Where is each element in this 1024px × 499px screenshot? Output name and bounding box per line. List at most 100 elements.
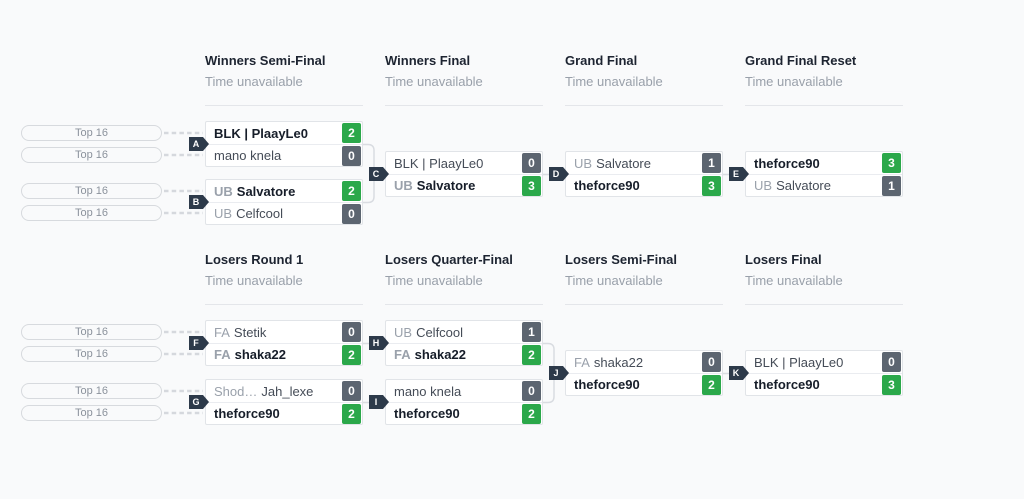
score-badge: 0 bbox=[882, 352, 901, 372]
participant-gamertag: BLK | PlaayLe0 bbox=[214, 125, 308, 141]
score-badge: 0 bbox=[342, 145, 361, 166]
participant-gamertag: BLK | PlaayLe0 bbox=[394, 155, 484, 171]
team-prefix: FA bbox=[214, 347, 231, 362]
score-badge: 2 bbox=[342, 403, 361, 424]
round-subtitle: Time unavailable bbox=[385, 273, 483, 288]
round-title-losers-1: Losers Quarter-Final bbox=[385, 252, 513, 267]
participant-name: mano knela bbox=[394, 384, 522, 399]
score-badge: 0 bbox=[342, 322, 361, 342]
round-title-winners-2: Grand Final bbox=[565, 53, 638, 68]
participant-gamertag: shaka22 bbox=[234, 347, 286, 362]
participant-gamertag: theforce90 bbox=[754, 377, 820, 392]
score-badge: 2 bbox=[342, 181, 361, 201]
participant-gamertag: Celfcool bbox=[236, 206, 284, 221]
match-label: B bbox=[189, 195, 209, 209]
score-badge: 0 bbox=[522, 153, 541, 173]
round-subtitle: Time unavailable bbox=[745, 74, 843, 89]
participant-gamertag: Jah_lexe bbox=[261, 383, 314, 399]
score-badge: 3 bbox=[882, 153, 901, 173]
team-prefix: UB bbox=[394, 324, 413, 340]
seed-pill: Top 16 bbox=[21, 183, 162, 199]
team-prefix: UB bbox=[214, 183, 233, 199]
participant-gamertag: shaka22 bbox=[414, 347, 466, 362]
team-prefix: UB bbox=[754, 178, 773, 193]
team-prefix: UB bbox=[214, 206, 233, 221]
participant-gamertag: Salvatore bbox=[776, 178, 831, 193]
round-subtitle: Time unavailable bbox=[565, 74, 663, 89]
round-header-divider bbox=[385, 105, 543, 106]
match-label: A bbox=[189, 137, 209, 151]
score-badge: 3 bbox=[702, 175, 721, 196]
seed-pill: Top 16 bbox=[21, 125, 162, 141]
team-prefix: FA bbox=[574, 354, 590, 370]
participant-name: theforce90 bbox=[754, 156, 882, 171]
participant-name: BLK | PlaayLe0 bbox=[214, 126, 342, 141]
round-header-divider bbox=[745, 105, 903, 106]
participant-gamertag: Celfcool bbox=[416, 324, 464, 340]
score-badge: 0 bbox=[522, 381, 541, 401]
round-title-losers-3: Losers Final bbox=[745, 252, 822, 267]
score-badge: 0 bbox=[342, 381, 361, 401]
round-header-divider bbox=[205, 105, 363, 106]
participant-gamertag: theforce90 bbox=[394, 406, 460, 421]
team-prefix: UB bbox=[394, 178, 413, 193]
participant-gamertag: theforce90 bbox=[574, 377, 640, 392]
participant-name: Shod…Jah_lexe bbox=[214, 384, 342, 399]
round-header-divider bbox=[565, 105, 723, 106]
participant-gamertag: Salvatore bbox=[236, 183, 296, 199]
match-label: F bbox=[189, 336, 209, 350]
round-title-winners-1: Winners Final bbox=[385, 53, 471, 68]
participant-name: theforce90 bbox=[574, 377, 702, 392]
seed-pill: Top 16 bbox=[21, 383, 162, 399]
participant-row: theforce90 3 bbox=[746, 152, 902, 174]
seed-pill: Top 16 bbox=[21, 324, 162, 340]
participant-row: mano knela 0 bbox=[206, 144, 362, 166]
round-header-divider bbox=[385, 304, 543, 305]
participant-name: theforce90 bbox=[394, 406, 522, 421]
participant-gamertag: shaka22 bbox=[593, 354, 644, 370]
round-header-divider bbox=[565, 304, 723, 305]
score-badge: 0 bbox=[342, 203, 361, 224]
round-subtitle: Time unavailable bbox=[565, 273, 663, 288]
participant-gamertag: theforce90 bbox=[754, 155, 820, 171]
round-subtitle: Time unavailable bbox=[205, 74, 303, 89]
round-title-winners-0: Winners Semi-Final bbox=[205, 53, 326, 68]
participant-gamertag: Salvatore bbox=[596, 155, 651, 171]
round-subtitle: Time unavailable bbox=[205, 273, 303, 288]
participant-name: mano knela bbox=[214, 148, 342, 163]
team-prefix: FA bbox=[214, 324, 230, 340]
seed-pill: Top 16 bbox=[21, 147, 162, 163]
participant-gamertag: mano knela bbox=[214, 148, 282, 163]
round-subtitle: Time unavailable bbox=[745, 273, 843, 288]
seed-pill: Top 16 bbox=[21, 205, 162, 221]
